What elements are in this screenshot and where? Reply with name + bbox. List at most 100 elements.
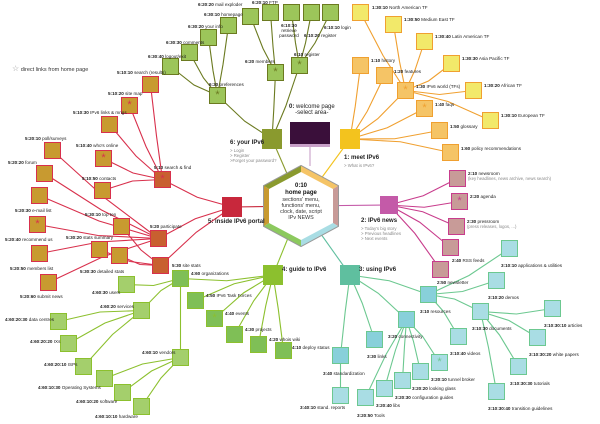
category-sublink[interactable]: > Register bbox=[230, 153, 250, 158]
page-box-n5-20[interactable] bbox=[150, 230, 167, 247]
page-box-n1-20[interactable] bbox=[376, 67, 393, 84]
page-box-n2-20[interactable]: * bbox=[451, 193, 468, 210]
page-box-n1-30-20[interactable] bbox=[465, 82, 482, 99]
page-box-n1-30-30[interactable] bbox=[443, 55, 460, 72]
page-box-n6-10-10[interactable] bbox=[322, 4, 339, 21]
page-box-n6-30-10[interactable] bbox=[220, 17, 237, 34]
page-box-n3-10-30-20[interactable] bbox=[529, 329, 546, 346]
page-box-n2-40[interactable] bbox=[442, 239, 459, 256]
page-box-n6-10-20[interactable] bbox=[303, 4, 320, 21]
page-box-n3-20-50[interactable] bbox=[357, 389, 374, 406]
home-hexagon[interactable] bbox=[258, 163, 344, 249]
page-box-n3-10-30-40[interactable] bbox=[488, 383, 505, 400]
page-box-n3-20-40[interactable] bbox=[376, 380, 393, 397]
page-box-n3-20-10[interactable]: * bbox=[431, 354, 448, 371]
page-box-n4-60-20-30[interactable] bbox=[50, 313, 67, 330]
page-box-n2-30[interactable] bbox=[448, 218, 465, 235]
page-label: 2:30 pressroom bbox=[467, 219, 500, 224]
page-box-n5-20-40[interactable]: * bbox=[29, 216, 46, 233]
page-box-n6-20-10[interactable] bbox=[262, 4, 279, 21]
page-box-n3-20-30[interactable] bbox=[394, 372, 411, 389]
page-label: 4:60:10:20 software bbox=[76, 399, 118, 404]
page-box-n5-30[interactable] bbox=[152, 257, 169, 274]
page-box-n4-60-10-20[interactable] bbox=[114, 384, 131, 401]
page-box-n4-60-10-30[interactable] bbox=[96, 370, 113, 387]
category-sublink[interactable]: >Forget your password? bbox=[230, 158, 277, 163]
page-box-n5-20-20[interactable] bbox=[36, 165, 53, 182]
page-box-n6-20-20[interactable] bbox=[242, 8, 259, 25]
page-box-n4-60-30[interactable] bbox=[118, 276, 135, 293]
page-box-n4-20[interactable] bbox=[250, 336, 267, 353]
page-box-n3-10-10[interactable] bbox=[501, 240, 518, 257]
page-box-n1-50[interactable] bbox=[431, 122, 448, 139]
page-box-n6-30-40[interactable] bbox=[162, 58, 179, 75]
category-box-c2[interactable] bbox=[380, 196, 398, 214]
category-sublink[interactable]: > Previous headlines bbox=[361, 231, 402, 236]
page-box-n1-30-10b[interactable] bbox=[482, 112, 499, 129]
page-box-n6-10-30[interactable] bbox=[283, 4, 300, 21]
page-box-n3-10-40[interactable] bbox=[450, 328, 467, 345]
page-box-n3-20[interactable] bbox=[398, 311, 415, 328]
page-box-n4-60[interactable] bbox=[172, 270, 189, 287]
page-box-n1-30[interactable]: * bbox=[397, 82, 414, 99]
page-box-n1-30-10[interactable] bbox=[352, 4, 369, 21]
page-box-n6-20[interactable]: * bbox=[267, 64, 284, 81]
page-box-n5-20-60[interactable] bbox=[40, 274, 57, 291]
page-box-n5-30-20[interactable] bbox=[91, 241, 108, 258]
page-box-n4-30[interactable] bbox=[226, 326, 243, 343]
page-box-n1-40[interactable]: * bbox=[416, 100, 433, 117]
category-sublink[interactable]: > What is IPv6? bbox=[344, 163, 375, 168]
page-box-n4-40[interactable]: * bbox=[206, 310, 223, 327]
page-box-n4-60-10[interactable] bbox=[172, 349, 189, 366]
page-box-n4-60-20-20[interactable] bbox=[60, 335, 77, 352]
page-box-n1-60[interactable] bbox=[442, 144, 459, 161]
category-sublink[interactable]: > Next events bbox=[361, 236, 388, 241]
page-box-n1-10[interactable] bbox=[352, 57, 369, 74]
page-box-n3-10-30[interactable] bbox=[472, 303, 489, 320]
category-box-c5[interactable] bbox=[222, 197, 242, 217]
page-box-n3-20-20[interactable] bbox=[412, 363, 429, 380]
page-box-n3-40[interactable] bbox=[332, 347, 349, 364]
page-box-n5-20-50[interactable] bbox=[31, 245, 48, 262]
page-box-n4-60-20-10[interactable] bbox=[75, 358, 92, 375]
page-box-n6-10[interactable]: * bbox=[291, 57, 308, 74]
page-box-n5-30-10[interactable] bbox=[113, 218, 130, 235]
page-box-n4-50[interactable] bbox=[187, 292, 204, 309]
page-box-n6-30-30[interactable] bbox=[181, 44, 198, 61]
branch-line bbox=[39, 194, 159, 240]
page-box-n2-50[interactable] bbox=[432, 261, 449, 278]
page-box-n4-60-20[interactable] bbox=[133, 302, 150, 319]
page-box-n3-10[interactable] bbox=[420, 286, 437, 303]
branch-line bbox=[388, 200, 460, 208]
category-sublink[interactable]: > Login bbox=[230, 148, 245, 153]
category-box-c1[interactable] bbox=[340, 129, 360, 149]
page-box-n4-60-10-10[interactable] bbox=[133, 398, 150, 415]
page-box-n6-30-20[interactable] bbox=[200, 29, 217, 46]
page-box-n3-10-30-30[interactable] bbox=[510, 358, 527, 375]
category-box-c4[interactable] bbox=[263, 265, 283, 285]
page-box-n3-30[interactable] bbox=[366, 331, 383, 348]
page-label: 3:20:40 libs bbox=[376, 403, 401, 408]
welcome-page-thumbnail[interactable] bbox=[290, 122, 330, 147]
page-box-n6-30[interactable]: * bbox=[209, 87, 226, 104]
page-box-n1-30-50[interactable] bbox=[385, 16, 402, 33]
page-box-n3-40-10[interactable] bbox=[332, 387, 349, 404]
page-box-n5-20-10[interactable] bbox=[44, 142, 61, 159]
page-box-n5-10[interactable]: * bbox=[154, 171, 171, 188]
branch-line bbox=[128, 105, 163, 180]
page-box-n3-10-30-10[interactable] bbox=[544, 300, 561, 317]
page-box-n2-10[interactable] bbox=[449, 170, 466, 187]
page-box-n4-10[interactable] bbox=[275, 342, 292, 359]
page-box-n3-10-20[interactable] bbox=[488, 272, 505, 289]
page-box-n5-20-30[interactable] bbox=[31, 187, 48, 204]
category-box-c3[interactable] bbox=[340, 265, 360, 285]
page-box-n5-10-10[interactable] bbox=[142, 76, 159, 93]
category-box-c6[interactable] bbox=[262, 129, 282, 149]
category-sublink[interactable]: > Today's big story bbox=[361, 226, 397, 231]
page-box-n1-30-40[interactable] bbox=[416, 33, 433, 50]
page-box-n5-10-40[interactable]: * bbox=[95, 150, 112, 167]
page-box-n5-10-20[interactable]: * bbox=[121, 97, 138, 114]
page-box-n5-10-30[interactable] bbox=[101, 116, 118, 133]
page-box-n5-10-50[interactable] bbox=[94, 182, 111, 199]
page-box-n5-30-30[interactable] bbox=[111, 247, 128, 264]
